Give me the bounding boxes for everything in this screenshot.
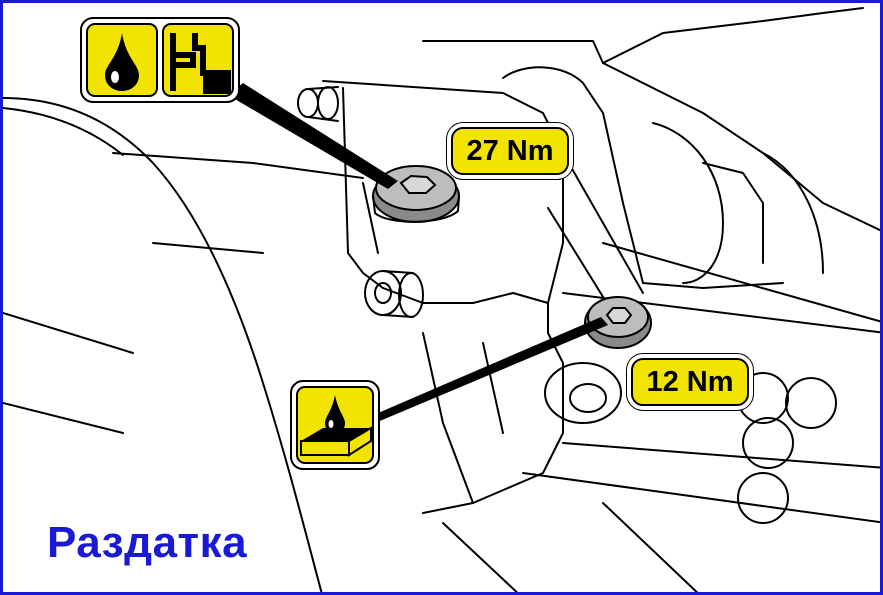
arm bbox=[562, 152, 644, 294]
oil-drop-sealant-icon bbox=[80, 17, 240, 103]
torque-label-lower: 12 Nm bbox=[631, 358, 749, 406]
housing-left bbox=[3, 97, 323, 592]
leader-lower bbox=[375, 317, 608, 423]
oil-drop-surface-icon bbox=[290, 380, 380, 470]
transfer-case-drawing bbox=[3, 7, 880, 592]
bracket-body bbox=[322, 80, 564, 514]
torque-label-upper: 27 Nm bbox=[451, 127, 569, 175]
diagram-caption: Раздатка bbox=[47, 518, 248, 567]
housing-top-right bbox=[422, 7, 864, 64]
leader-upper bbox=[228, 83, 398, 189]
